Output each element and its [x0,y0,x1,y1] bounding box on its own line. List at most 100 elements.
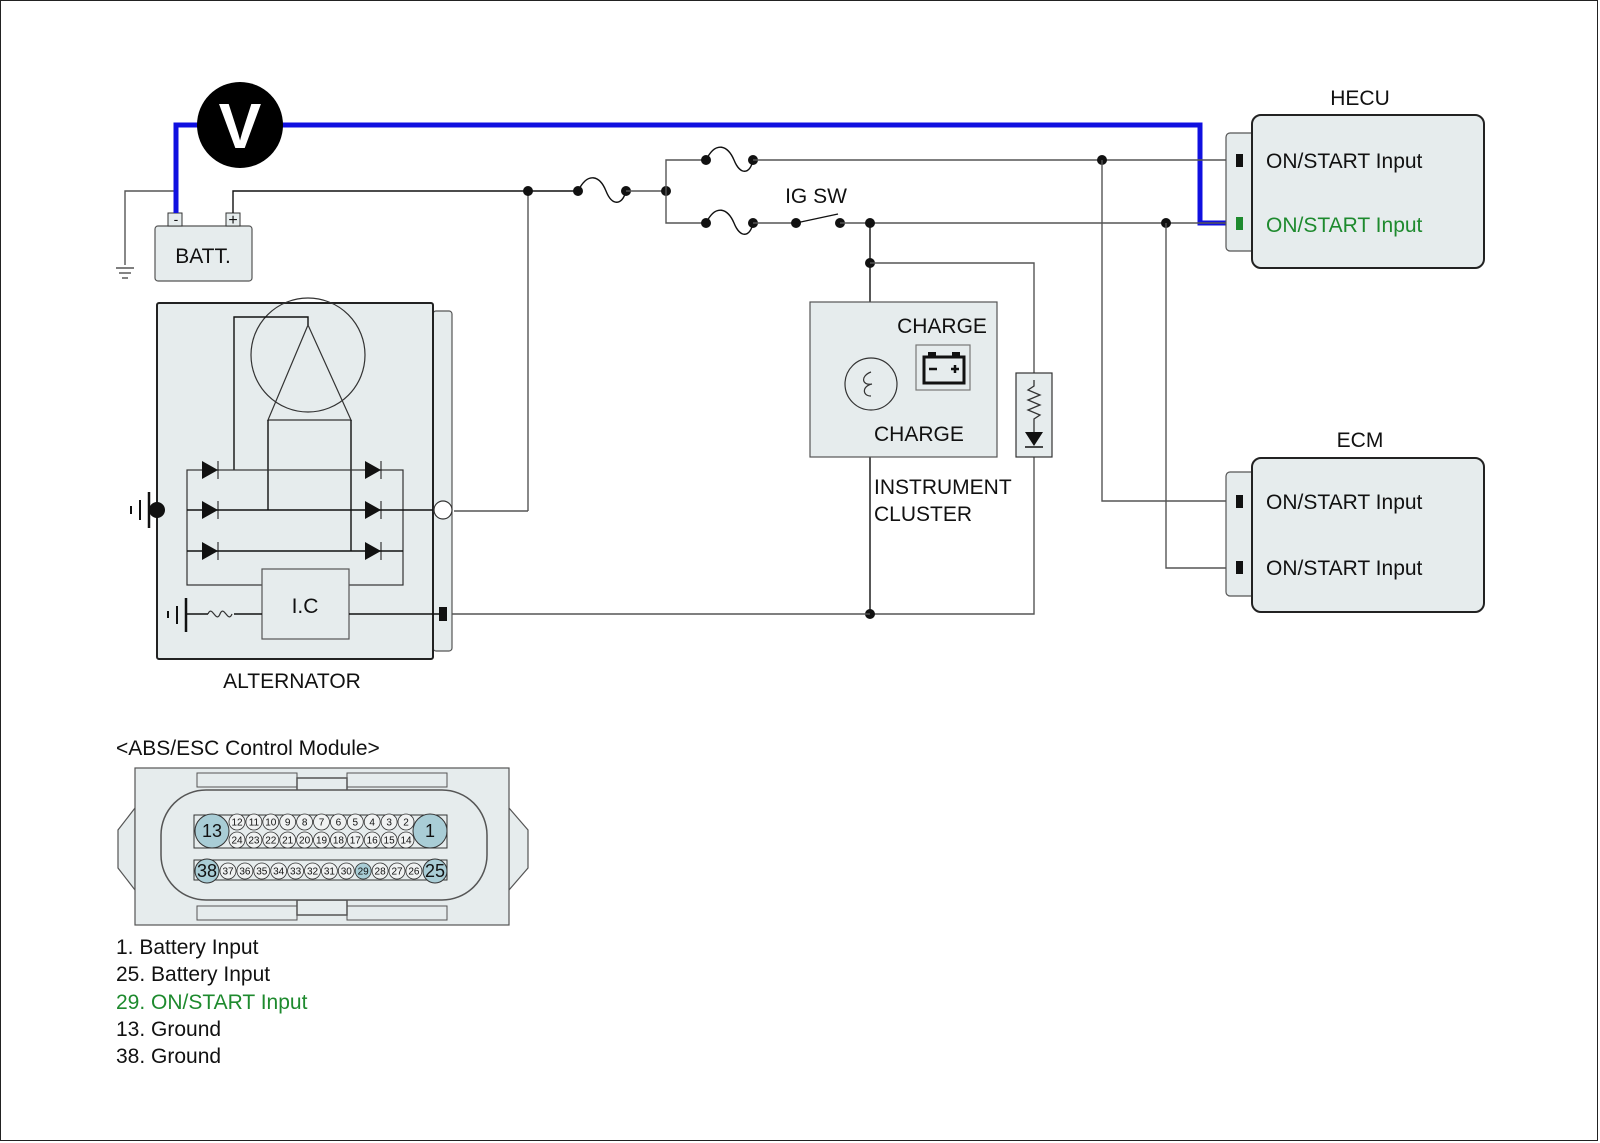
junction-dot [523,186,533,196]
pin-number: 20 [299,836,311,847]
hecu-module: ON/START Input ON/START Input [1225,114,1485,269]
connector-pin-29: 29 [354,862,372,880]
pin-number: 26 [408,867,420,878]
connector-pin-24: 24 [228,831,246,849]
pin-number: 23 [248,836,260,847]
alternator-ground-point [149,502,165,518]
pin-number: 15 [384,836,396,847]
pin-number: 6 [336,818,342,829]
alternator-label: ALTERNATOR [223,670,361,693]
connector-pin-38: 38 [194,858,220,884]
legend-item: 25. Battery Input [116,963,271,986]
pin-number: 16 [367,836,379,847]
alternator-connector-housing [432,310,453,652]
pin-number: 7 [319,818,325,829]
instrument-cluster-label-line2: CLUSTER [874,503,972,526]
connector-pin-33: 33 [287,862,305,880]
pin-number: 14 [400,836,412,847]
pin-number: 33 [290,867,302,878]
connector-pin-21: 21 [279,831,297,849]
connector-pin-30: 30 [337,862,355,880]
hecu-body [1251,114,1485,269]
ecm-pin1-terminal [1236,495,1243,508]
battery-label: BATT. [175,245,231,268]
voltmeter[interactable]: V [197,82,283,168]
connector-pin-13: 13 [194,813,230,849]
connector-pin-11: 11 [245,813,263,831]
stator-icon [250,297,366,413]
voltmeter-measurement-wire [173,122,1242,226]
ig-switch-blade [795,213,839,224]
pin-number: 29 [358,867,370,878]
ic-regulator [261,568,350,640]
pin-number: 31 [324,867,336,878]
ecm-pin2-label: ON/START Input [1266,557,1423,580]
connector-title: <ABS/ESC Control Module> [116,737,380,760]
connector-pin-34: 34 [270,862,288,880]
connector-pin-35: 35 [253,862,271,880]
pin-number: 19 [316,836,328,847]
connector-pin-12: 12 [228,813,246,831]
connector-pin-7: 7 [313,813,330,831]
main-fuse-icon [573,177,631,203]
pin-number: 13 [202,821,222,841]
pin-number: 4 [369,818,375,829]
hecu-pin2-terminal [1236,217,1243,230]
connector-pin-37: 37 [219,862,237,880]
resistor-icon [1026,380,1042,432]
connector-pin-22: 22 [262,831,280,849]
battery-body [154,225,253,282]
pin-number: 24 [231,836,243,847]
pin-number: 10 [265,818,277,829]
legend-item: 1. Battery Input [116,936,259,959]
connector-pin-16: 16 [363,831,381,849]
hecu-pin1-terminal [1236,154,1243,167]
connector-pin-31: 31 [320,862,338,880]
voltmeter-icon [197,82,283,168]
connector-pin-36: 36 [236,862,254,880]
pin-number: 32 [307,867,319,878]
alternator-body [156,302,434,660]
connector-pin-1: 1 [412,813,448,849]
fuse-branch-wire [665,159,706,224]
instrument-cluster: CHARGE CHARGE [809,301,998,458]
alternator-ground-icon [130,492,151,528]
charge-warning-label: CHARGE [897,315,987,338]
pin-number: 18 [333,836,345,847]
regulator-ground-icon [167,598,188,632]
ecm-body [1251,457,1485,613]
battery: - + BATT. [154,211,253,282]
chassis-ground-icon [116,267,134,279]
battery-warning-icon [915,344,971,391]
connector-pin-18: 18 [329,831,347,849]
connector-pin-10: 10 [262,813,280,831]
pin-number: 3 [386,818,392,829]
pin-number: 22 [265,836,277,847]
pin-number: 5 [353,818,359,829]
connector-pin-4: 4 [363,813,381,831]
hecu-pin1-label: ON/START Input [1266,150,1423,173]
ecm-pin1-wire [1101,160,1236,502]
connector-pin-15: 15 [380,831,398,849]
ig-switch-label: IG SW [785,185,847,208]
pin-number: 28 [375,867,387,878]
ignition-switch [791,213,845,228]
connector-pin-5: 5 [346,813,364,831]
connector-pin-6: 6 [329,813,347,831]
pin-number: 12 [231,818,243,829]
legend-item: 13. Ground [116,1018,222,1041]
pin-number: 36 [239,867,251,878]
connector-pin-20: 20 [296,831,314,849]
battery-negative-symbol: - [174,211,179,227]
alternator: I.C [130,297,453,660]
pin-number: 2 [403,818,409,829]
connector-pin-2: 2 [397,813,415,831]
pin-number: 25 [425,861,445,881]
connector-pin-28: 28 [371,862,389,880]
lower-fuse-icon [701,209,758,235]
voltmeter-label: V [219,90,262,162]
ic-regulator-label: I.C [292,595,319,618]
